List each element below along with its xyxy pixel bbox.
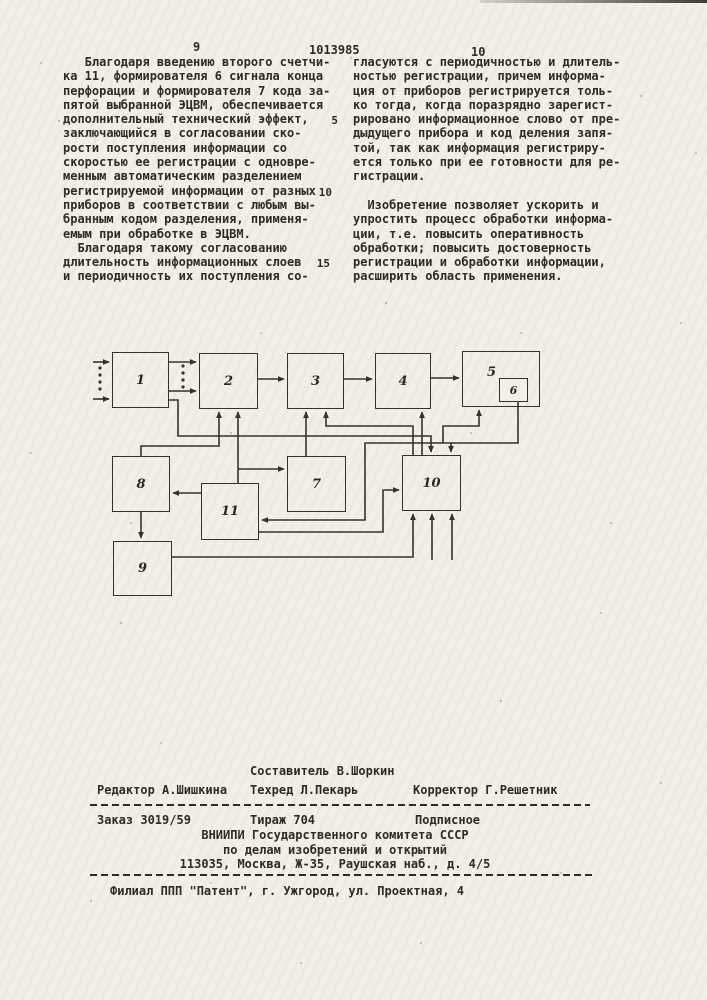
dashed-rule: [90, 874, 595, 876]
left-text-column: Благодаря введению второго счетчи-ка 11,…: [63, 55, 330, 284]
dashed-rule: [90, 804, 590, 806]
text-line: бранным кодом разделения, применя-: [63, 212, 309, 227]
text-line: приборов в соответствии с любым вы-: [63, 197, 316, 212]
imprint-publisher-line2: по делам изобретений и открытий: [223, 843, 447, 857]
text-line: гласуются с периодичностью и длитель-: [353, 55, 621, 69]
imprint-compositor: Составитель В.Шоркин: [250, 764, 395, 778]
text-line: пятой выбранной ЭЦВМ, обеспечивается: [63, 97, 324, 112]
scan-artifact: [480, 0, 707, 3]
text-line: скоростью ее регистрации с одновре-: [63, 155, 316, 170]
text-line: Благодаря введению второго счетчи-: [63, 55, 331, 69]
imprint-publisher-line3: 113035, Москва, Ж-35, Раушская наб., д. …: [179, 857, 491, 871]
text-line: заключающийся в согласовании ско-: [63, 126, 302, 141]
text-line: дыдущего прибора и код деления запя-: [353, 126, 614, 141]
text-line: регистрируемой информации от разных: [63, 183, 316, 198]
text-line: ции, т.е. повысить оперативность: [353, 226, 585, 241]
text-line: и периодичность их поступления со-: [63, 269, 309, 284]
imprint-corrector: Корректор Г.Решетник: [413, 783, 558, 797]
text-line: ко тогда, когда поразрядно зарегист-: [353, 97, 614, 112]
text-line: Изобретение позволяет ускорить и: [353, 197, 599, 212]
imprint-order: Заказ 3019/59: [97, 813, 191, 827]
text-line: той, так как информация регистриру-: [353, 140, 606, 155]
text-line: емым при обработке в ЭЦВМ.: [63, 226, 251, 241]
text-line: ностью регистрации, причем информа-: [353, 69, 606, 84]
margin-line-number: 10: [318, 186, 332, 199]
text-line: рости поступления информации со: [63, 140, 287, 155]
text-line: менным автоматическим разделением: [63, 169, 302, 184]
text-line: ция от приборов регистрируется толь-: [353, 83, 614, 98]
text-line: перфорации и формирователя 7 кода за-: [63, 83, 331, 98]
text-line: [353, 184, 620, 198]
text-line: дополнительный технический эффект,: [63, 112, 309, 127]
patent-number: 1013985: [309, 43, 360, 57]
imprint-subscription: Подписное: [415, 813, 481, 827]
page-number-right: 10: [471, 45, 486, 59]
imprint-typesetter: Техред Л.Пекарь: [250, 783, 359, 797]
right-text-column: гласуются с периодичностью и длитель-нос…: [353, 55, 620, 284]
imprint-publisher-line1: ВНИИПИ Государственного комитета СССР: [201, 828, 469, 842]
text-line: регистрации и обработки информации,: [353, 255, 606, 270]
imprint-branch: Филиал ППП "Патент", г. Ужгород, ул. Про…: [110, 884, 465, 898]
text-line: рировано информационное слово от пре-: [353, 112, 621, 127]
margin-line-number: 5: [331, 114, 338, 127]
imprint-editor: Редактор А.Шишкина: [97, 783, 228, 797]
text-line: расширить область применения.: [353, 269, 563, 284]
page-number-left: 9: [193, 40, 201, 54]
text-line: ка 11, формирователя 6 сигнала конца: [63, 69, 324, 84]
text-line: упростить процесс обработки информа-: [353, 212, 614, 227]
imprint-print-run: Тираж 704: [250, 813, 316, 827]
scan-specks: [0, 0, 2, 2]
text-line: ется только при ее готовности для ре-: [353, 155, 621, 170]
margin-line-number: 15: [316, 257, 330, 270]
text-line: гистрации.: [353, 169, 426, 184]
text-line: длительность информационных слоев: [63, 255, 302, 270]
text-line: обработки; повысить достоверность: [353, 240, 592, 255]
text-line: Благодаря такому согласованию: [63, 240, 287, 255]
